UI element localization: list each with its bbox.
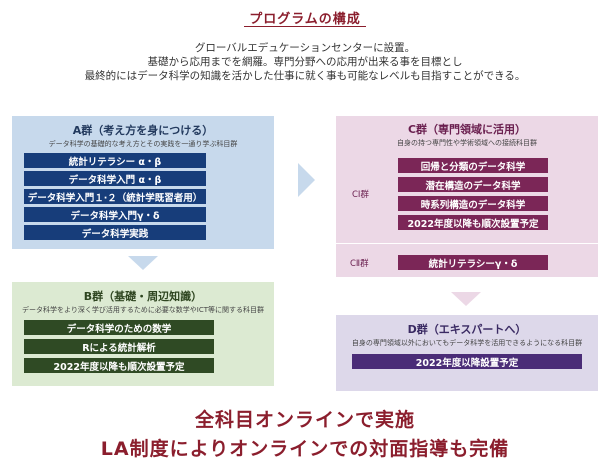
arrow-down-icon [451, 292, 481, 306]
course-bar: データ科学のための数学 [24, 320, 214, 335]
intro-line: 最終的にはデータ科学の知識を活かした仕事に就く事も可能なレベルも目指すことができ… [84, 70, 526, 82]
course-bar: 統計リテラシー α・β [24, 153, 206, 168]
intro-text: グローバルエデュケーションセンターに設置。 基礎から応用までを網羅。専門分野への… [0, 41, 610, 83]
course-bar: 回帰と分類のデータ科学 [398, 158, 548, 173]
page-title: プログラムの構成 [249, 12, 361, 27]
c-group-divider [336, 243, 598, 244]
group-d-heading: D群（エキスパートへ） [407, 323, 527, 336]
course-bar: 潜在構造のデータ科学 [398, 177, 548, 192]
group-b-panel: B群（基礎・周辺知識） データ科学をより深く学び活用するために必要な数学やICT… [12, 282, 274, 386]
intro-line: 基礎から応用までを網羅。専門分野への応用が出来る事を目標とし [147, 56, 463, 68]
group-c-heading: C群（専門領域に活用） [407, 123, 527, 136]
course-bar: 2022年度以降も順次設置予定 [24, 358, 214, 373]
group-d-panel: D群（エキスパートへ） 自身の専門領域以外においてもデータ科学を活用できるように… [336, 315, 598, 391]
c1-label: CⅠ群 [352, 190, 369, 200]
footer-line: 全科目オンラインで実施 [194, 409, 415, 431]
group-d-subtitle: 自身の専門領域以外においてもデータ科学を活用できるようになる科目群 [351, 339, 583, 347]
group-a-subtitle: データ科学の基礎的な考え方とその実践を一通り学ぶ科目群 [48, 140, 238, 148]
course-bar: 2022年度以降も順次設置予定 [398, 215, 548, 230]
intro-line: グローバルエデュケーションセンターに設置。 [194, 42, 416, 54]
arrow-right-icon [298, 163, 315, 197]
group-b-subtitle: データ科学をより深く学び活用するために必要な数学やICT等に関する科目群 [21, 306, 265, 314]
group-c-subtitle: 自身の持つ専門性や学術領域への接続科目群 [397, 139, 537, 147]
course-bar: データ科学入門γ・δ [24, 207, 206, 222]
course-bar: 時系列構造のデータ科学 [398, 196, 548, 211]
arrow-down-icon [128, 256, 158, 270]
title-underline [244, 26, 366, 27]
course-bar: データ科学入門 α・β [24, 171, 206, 186]
c2-label: CⅡ群 [350, 259, 369, 269]
course-bar: データ科学入門１·２（統計学既習者用） [24, 189, 206, 204]
course-bar: Rによる統計解析 [24, 339, 214, 354]
group-c-panel: C群（専門領域に活用） 自身の持つ専門性や学術領域への接続科目群 CⅠ群 回帰と… [336, 116, 598, 277]
group-a-panel: A群（考え方を身につける） データ科学の基礎的な考え方とその実践を一通り学ぶ科目… [12, 116, 274, 249]
course-bar: データ科学実践 [24, 225, 206, 240]
footer-line: LA制度によりオンラインでの対面指導も完備 [100, 438, 510, 460]
course-bar: 統計リテラシーγ・δ [398, 255, 548, 270]
group-a-heading: A群（考え方を身につける） [72, 124, 214, 137]
group-b-heading: B群（基礎・周辺知識） [83, 290, 203, 303]
course-bar: 2022年度以降設置予定 [352, 354, 582, 369]
